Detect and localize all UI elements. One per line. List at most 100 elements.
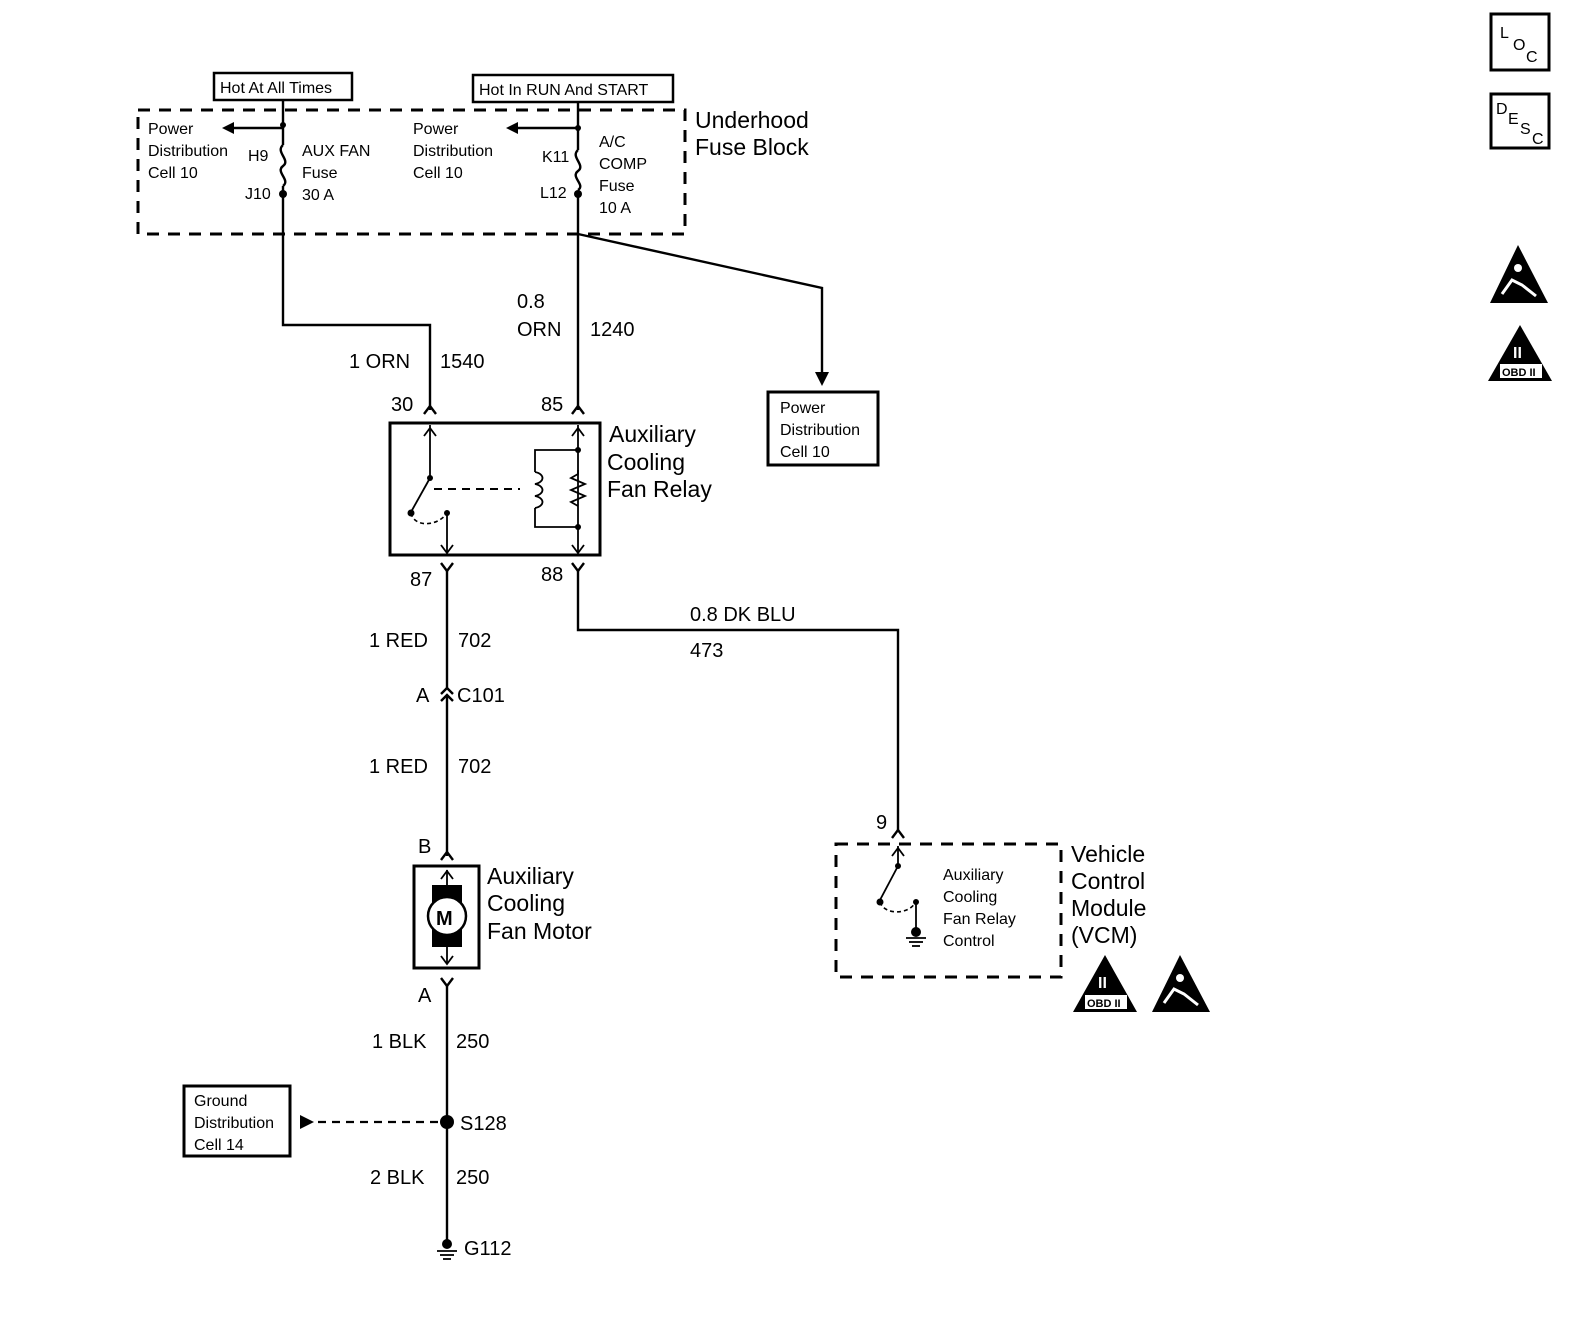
motor-pin-b: B xyxy=(418,836,431,858)
ground-g112: G112 xyxy=(437,1238,511,1260)
loc-letter-c: C xyxy=(1526,49,1538,66)
right-pin-l12: L12 xyxy=(540,185,567,202)
right-ref-line-3: Cell 10 xyxy=(413,165,463,182)
wire-473-size-color: 0.8 DK BLU xyxy=(690,604,796,626)
vcm-title-3: Module xyxy=(1071,895,1146,921)
obd-ii-icon[interactable]: II OBD II xyxy=(1488,325,1552,381)
esd-warning-icon[interactable] xyxy=(1490,245,1548,303)
motor-title-2: Cooling xyxy=(487,890,565,916)
power-dist-ref-2: Distribution xyxy=(780,422,860,439)
ground-ref-1: Ground xyxy=(194,1093,247,1110)
obd-text: OBD II xyxy=(1502,367,1536,379)
ac-fuse-line-4: 10 A xyxy=(599,200,631,217)
motor-title-3: Fan Motor xyxy=(487,918,592,944)
vcm-obd-text: OBD II xyxy=(1087,998,1121,1010)
wire-1540 xyxy=(281,194,432,410)
right-pin-k11: K11 xyxy=(542,149,569,166)
wire-branch-power-dist xyxy=(577,232,824,376)
motor-title-1: Auxiliary xyxy=(487,863,574,889)
wire-250a-circuit: 250 xyxy=(456,1031,489,1053)
aux-cooling-fan-motor: B M Auxiliary Cooling Fan Motor A xyxy=(412,836,592,1007)
wire-250b-circuit: 250 xyxy=(456,1167,489,1189)
relay-title-3: Fan Relay xyxy=(607,476,712,502)
splice-s128: S128 xyxy=(300,1113,507,1135)
desc-letter-e: E xyxy=(1508,111,1519,128)
left-ref-line-1: Power xyxy=(148,121,194,138)
vcm-inner-1: Auxiliary xyxy=(943,867,1003,884)
relay-pin-88: 88 xyxy=(541,564,563,586)
wire-1540-size-color: 1 ORN xyxy=(349,351,410,373)
wire-1540-circuit: 1540 xyxy=(440,351,485,373)
wire-1240-color: ORN xyxy=(517,319,561,341)
wire-702b-size-color: 1 RED xyxy=(369,756,428,778)
power-dist-ref-1: Power xyxy=(780,400,826,417)
relay-pin-30: 30 xyxy=(391,394,413,416)
ground-label: G112 xyxy=(464,1238,511,1260)
c101-pin-a: A xyxy=(416,685,430,707)
loc-letter-o: O xyxy=(1513,37,1525,54)
vcm-obd-roman: II xyxy=(1098,975,1107,992)
vcm-esd-warning-icon[interactable] xyxy=(1152,955,1210,1012)
ground-distribution-ref-box[interactable]: Ground Distribution Cell 14 xyxy=(182,1084,292,1158)
underhood-fuse-block: Underhood Fuse Block Power Distribution … xyxy=(136,107,809,236)
ground-ref-3: Cell 14 xyxy=(194,1137,244,1154)
left-pin-h9: H9 xyxy=(248,148,269,165)
hot-in-run-start-tag: Hot In RUN And START xyxy=(471,73,675,104)
wire-250a-size-color: 1 BLK xyxy=(372,1031,427,1053)
relay-pin-87: 87 xyxy=(410,569,432,591)
c101-name: C101 xyxy=(457,685,505,707)
vcm-title-2: Control xyxy=(1071,868,1145,894)
wire-250b-size-color: 2 BLK xyxy=(370,1167,425,1189)
loc-letter-l: L xyxy=(1500,25,1509,42)
vcm-title-4: (VCM) xyxy=(1071,922,1137,948)
ac-fuse-line-1: A/C xyxy=(599,134,626,151)
vehicle-control-module: 9 Auxiliary Cooling Fan Relay Control Ve… xyxy=(834,812,1146,979)
ac-fuse-line-2: COMP xyxy=(599,156,647,173)
aux-fan-fuse-line-2: Fuse xyxy=(302,165,338,182)
connector-c101: A C101 xyxy=(416,685,505,707)
ac-fuse-line-3: Fuse xyxy=(599,178,635,195)
wire-473-circuit: 473 xyxy=(690,640,723,662)
hot-at-all-times-label: Hot At All Times xyxy=(220,80,332,97)
desc-letter-s: S xyxy=(1520,121,1531,138)
relay-pin-85: 85 xyxy=(541,394,563,416)
vcm-title-1: Vehicle xyxy=(1071,841,1145,867)
aux-fan-fuse-line-1: AUX FAN xyxy=(302,143,370,160)
fuse-block-title-1: Underhood xyxy=(695,107,809,133)
power-dist-ref-3: Cell 10 xyxy=(780,444,830,461)
vcm-inner-3: Fan Relay xyxy=(943,911,1016,928)
right-ref-line-2: Distribution xyxy=(413,143,493,160)
fuse-block-title-2: Fuse Block xyxy=(695,134,809,160)
vcm-obd-ii-icon[interactable]: II OBD II xyxy=(1073,955,1137,1012)
vcm-inner-4: Control xyxy=(943,933,995,950)
wire-702b-circuit: 702 xyxy=(458,756,491,778)
power-distribution-ref-box[interactable]: Power Distribution Cell 10 xyxy=(766,390,880,467)
wire-702a-size-color: 1 RED xyxy=(369,630,428,652)
loc-icon[interactable]: L O C xyxy=(1489,12,1551,72)
left-ref-line-2: Distribution xyxy=(148,143,228,160)
ground-ref-2: Distribution xyxy=(194,1115,274,1132)
obd-roman: II xyxy=(1513,345,1522,362)
aux-cooling-fan-relay: 30 85 Auxiliary Cooling Fan Relay 87 88 xyxy=(388,394,712,591)
left-ref-line-3: Cell 10 xyxy=(148,165,198,182)
wire-1240-size: 0.8 xyxy=(517,291,545,313)
right-ref-line-1: Power xyxy=(413,121,459,138)
wire-473 xyxy=(576,571,900,832)
vcm-pin-9: 9 xyxy=(876,812,887,834)
vcm-inner-2: Cooling xyxy=(943,889,997,906)
relay-title-1: Auxiliary xyxy=(609,421,696,447)
hot-at-all-times-tag: Hot At All Times xyxy=(212,71,354,102)
splice-label: S128 xyxy=(460,1113,507,1135)
hot-in-run-start-label: Hot In RUN And START xyxy=(479,82,648,99)
desc-letter-d: D xyxy=(1496,101,1508,118)
desc-icon[interactable]: D E S C xyxy=(1489,92,1551,150)
relay-title-2: Cooling xyxy=(607,449,685,475)
motor-pin-a: A xyxy=(418,985,432,1007)
wire-702a-circuit: 702 xyxy=(458,630,491,652)
aux-fan-fuse-line-3: 30 A xyxy=(302,187,334,204)
left-pin-j10: J10 xyxy=(245,186,271,203)
motor-symbol: M xyxy=(436,908,453,930)
desc-letter-c2: C xyxy=(1532,131,1544,148)
